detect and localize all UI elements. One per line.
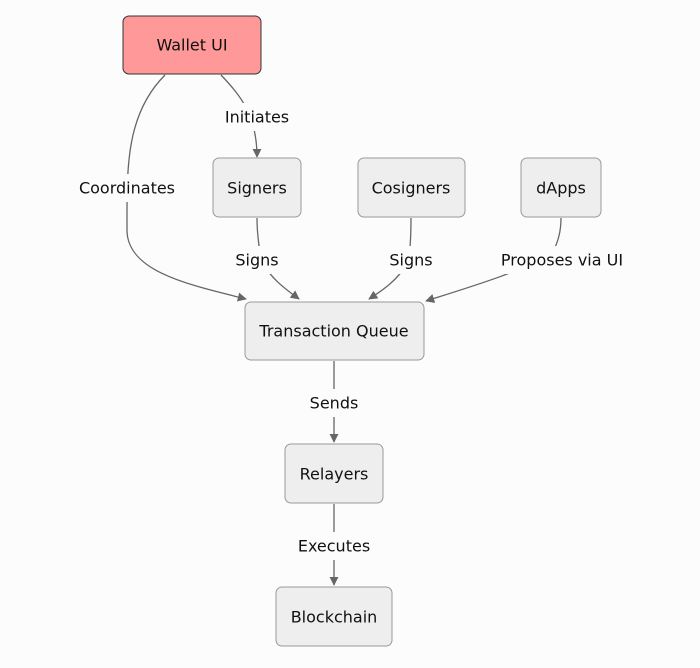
edge-label-text: Signs	[389, 251, 432, 270]
edge-label-text: Signs	[235, 251, 278, 270]
edge-label-text: Coordinates	[79, 179, 175, 198]
edge-label-text: Proposes via UI	[501, 251, 623, 270]
node-dapps: dApps	[520, 157, 602, 218]
node-label: Cosigners	[372, 179, 451, 198]
edge-wallet-to-queue	[126, 74, 247, 302]
node-transaction-queue: Transaction Queue	[244, 301, 425, 361]
node-label: Blockchain	[291, 608, 378, 627]
edge-label-initiates: Initiates	[220, 103, 294, 131]
edge-label-text: Sends	[310, 394, 359, 413]
node-signers: Signers	[212, 157, 302, 218]
edge-label-coordinates: Coordinates	[74, 174, 180, 202]
edge-label-sends: Sends	[305, 389, 363, 417]
edge-label-proposes-via-ui: Proposes via UI	[496, 246, 628, 274]
node-label: Signers	[227, 179, 287, 198]
edge-label-signs-signers: Signs	[231, 246, 283, 274]
node-label: dApps	[536, 179, 586, 198]
node-blockchain: Blockchain	[275, 586, 393, 647]
node-wallet-ui: Wallet UI	[122, 15, 262, 75]
node-relayers: Relayers	[284, 443, 384, 504]
node-label: Transaction Queue	[258, 322, 408, 341]
node-label: Wallet UI	[156, 36, 227, 55]
node-cosigners: Cosigners	[357, 157, 466, 218]
edge-label-executes: Executes	[293, 532, 375, 560]
edge-label-text: Initiates	[225, 108, 289, 127]
edge-label-text: Executes	[298, 537, 370, 556]
edge-label-signs-cosigners: Signs	[385, 246, 437, 274]
node-label: Relayers	[300, 465, 369, 484]
